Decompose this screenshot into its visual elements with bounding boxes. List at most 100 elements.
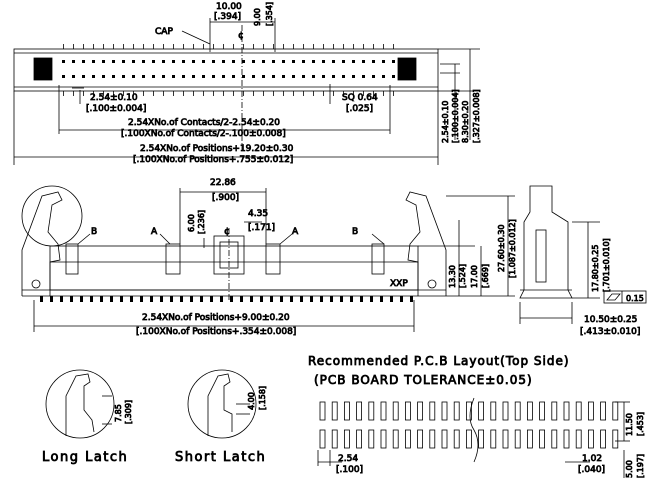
pcb-pad	[331, 429, 338, 449]
long-latch-circle	[45, 369, 115, 439]
front-pin-tail	[130, 296, 133, 302]
top-contact	[182, 60, 185, 63]
front-pin-tail	[250, 296, 253, 302]
top-contact	[182, 75, 185, 78]
front-bottom-mm: 2.54XNo.of Positions+9.00±0.20	[142, 313, 290, 323]
label-b-right: B	[352, 227, 358, 237]
pcb-pad	[441, 401, 448, 421]
flatness-frame	[603, 290, 647, 304]
pcb-pad	[588, 429, 594, 449]
pcb-pad	[368, 401, 375, 421]
pcb-pad	[380, 429, 387, 449]
flatness-value: 0.15	[626, 294, 644, 303]
contacts-mm: 2.54XNo.of Contacts/2-2.54±0.20	[128, 118, 280, 128]
pcb-pad	[612, 429, 619, 449]
top-contact	[212, 75, 215, 78]
top-contact	[282, 60, 285, 63]
pcb-pad	[429, 401, 436, 421]
pcb-pad	[356, 401, 363, 421]
front-pin-row	[40, 296, 413, 302]
top-contact	[82, 60, 85, 63]
pcb-500: 5.00	[625, 460, 634, 478]
positions-inch: [.100XNo.of Positions+.755±0.012]	[133, 155, 293, 165]
pcb-pad	[575, 429, 582, 449]
label-a-left: A	[151, 227, 158, 237]
top-contact	[272, 60, 275, 63]
top-contact	[122, 60, 125, 63]
pitch-254-label: 2.54±0.10	[90, 93, 138, 103]
pcb-pad	[551, 401, 558, 421]
pcb-title: Recommended P.C.B Layout(Top Side)	[308, 354, 570, 368]
dim-10-label: 10.00	[216, 2, 242, 12]
top-latch-left	[33, 57, 53, 81]
front-pin-tail	[330, 296, 333, 302]
front-pin-tail	[310, 296, 313, 302]
side-view: 17.80±0.25 [.701±0.010] 0.15 10.50±0.25 …	[519, 185, 647, 337]
front-bottom-inch: [.100XNo.of Positions+.354±0.008]	[136, 327, 296, 337]
front-pin-tail	[190, 296, 193, 302]
pcb-pad	[319, 429, 326, 449]
front-pin-tail	[230, 296, 233, 302]
top-contact	[262, 75, 265, 78]
dim-600-inch: [.236]	[197, 210, 206, 234]
top-contact	[282, 75, 285, 78]
top-contact	[312, 60, 315, 63]
top-contact	[352, 60, 355, 63]
dim-600: 6.00	[187, 214, 196, 232]
front-pin-tail	[90, 296, 93, 302]
pcb-1150-inch: [.453]	[636, 412, 645, 436]
front-pin-tail	[340, 296, 343, 302]
front-pin-tail	[270, 296, 273, 302]
top-contact	[362, 60, 365, 63]
top-contact	[102, 60, 105, 63]
front-pin-tail	[160, 296, 163, 302]
pcb-pad	[478, 429, 485, 449]
top-contact	[62, 60, 65, 63]
dim-1700-inch: [.669]	[481, 264, 490, 288]
top-contact	[332, 60, 335, 63]
front-boss-left	[31, 279, 41, 289]
pcb-break-line	[469, 397, 479, 463]
top-contact	[62, 75, 65, 78]
pcb-254: 2.54	[338, 454, 358, 464]
dim-2286: 22.86	[210, 178, 236, 188]
dim-435-inch: [.171]	[248, 223, 275, 233]
right-254-inch: [.100±0.004]	[451, 89, 460, 143]
top-contact	[112, 60, 115, 63]
pcb-pad	[392, 429, 399, 449]
dim-2760-inch: [1.087±0.012]	[508, 219, 517, 278]
front-pin-tail	[300, 296, 303, 302]
pcb-pad	[539, 401, 545, 421]
front-pin-tail	[290, 296, 293, 302]
pcb-pad	[563, 401, 570, 421]
front-pin-tail	[390, 296, 393, 302]
front-pin-tail	[320, 296, 323, 302]
pcb-pad	[514, 429, 521, 449]
front-pin-tail	[120, 296, 123, 302]
top-contact	[382, 75, 385, 78]
top-contact	[382, 60, 385, 63]
pcb-pad	[527, 429, 533, 449]
long-latch-detail: 7.85 [.309] Long Latch	[42, 369, 133, 465]
top-contact	[82, 75, 85, 78]
top-contact	[132, 75, 135, 78]
short-latch-dim: 4.00	[247, 392, 256, 410]
top-contact	[302, 75, 305, 78]
pcb-pad	[404, 429, 411, 449]
top-contact	[242, 60, 245, 63]
pcb-pad	[343, 401, 350, 421]
top-contact	[392, 75, 395, 78]
pcb-pad	[514, 401, 521, 421]
dim-1050-inch: [.413±0.010]	[580, 327, 640, 337]
front-pin-tail	[140, 296, 143, 302]
pcb-subtitle: (PCB BOARD TOLERANCE±0.05)	[314, 373, 533, 387]
top-contact	[242, 75, 245, 78]
front-pin-tail	[280, 296, 283, 302]
pcb-pad	[319, 401, 326, 421]
top-contact	[152, 75, 155, 78]
short-latch-detail: 4.00 [.158] Short Latch	[175, 369, 267, 465]
top-contact	[372, 60, 375, 63]
top-contact	[262, 60, 265, 63]
front-pin-tail	[380, 296, 383, 302]
